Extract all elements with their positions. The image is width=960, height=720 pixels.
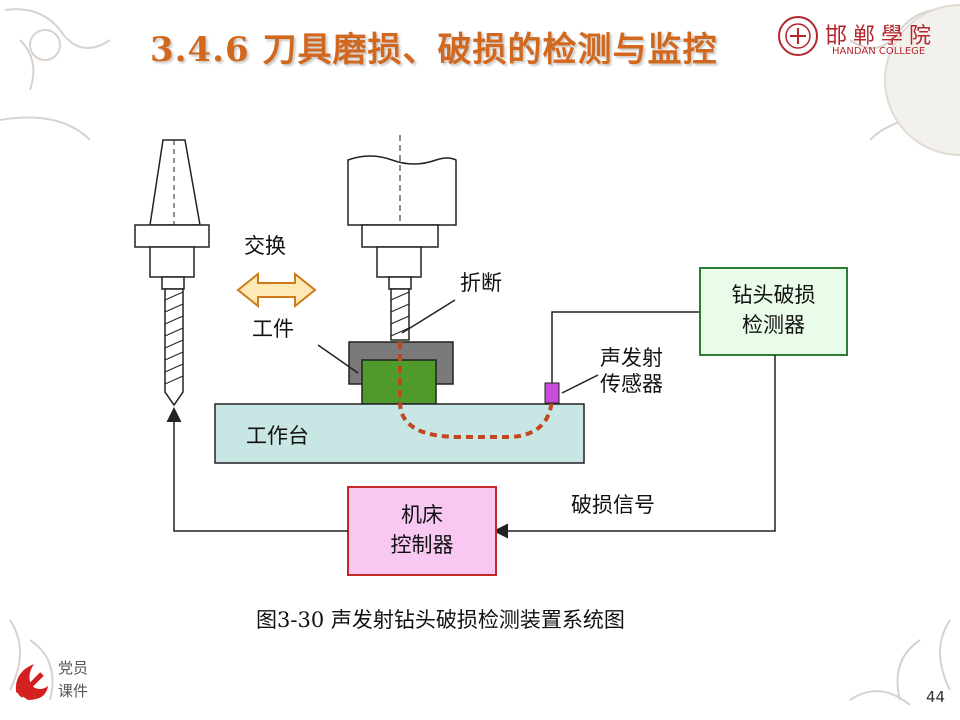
acoustic-emission-sensor [544, 382, 560, 404]
page-title: 3.4.6 刀具磨损、破损的检测与监控 [150, 30, 718, 70]
detector-box-label: 钻头破损 检测器 [700, 280, 847, 340]
worktable [214, 403, 585, 464]
page-number: 44 [926, 688, 946, 706]
party-text-line2: 课件 [58, 682, 89, 700]
break-label: 折断 [460, 271, 502, 295]
spindle [347, 135, 457, 341]
worktable-label: 工作台 [246, 424, 309, 448]
figure-caption: 图3-30 声发射钻头破损检测装置系统图 [256, 608, 625, 632]
party-courseware-label: 党员 课件 [58, 657, 98, 703]
controller-box-label: 机床 控制器 [348, 500, 496, 560]
bottom-left-ornament [9, 619, 54, 701]
college-name-cn: 邯郸學院 [825, 24, 938, 49]
break-signal-wire [493, 355, 776, 539]
acoustic-signal-path [398, 342, 554, 439]
sensor-detector-wire [551, 311, 700, 383]
exchange-arrow [236, 271, 317, 309]
controller-return-wire [166, 407, 348, 532]
break-pointer [401, 299, 456, 334]
sensor-label-line1: 声发射 [600, 346, 663, 370]
controller-box [347, 486, 497, 576]
spare-tool-holder [134, 139, 210, 407]
sensor-label: 声发射 传感器 [600, 345, 663, 397]
sensor-pointer [561, 374, 599, 394]
controller-label-line2: 控制器 [390, 533, 454, 557]
detector-label-line2: 检测器 [742, 313, 805, 337]
exchange-label: 交换 [244, 234, 286, 258]
workpiece-pointer [317, 344, 359, 374]
college-name-en: HANDAN COLLEGE [832, 46, 926, 57]
bottom-right-ornament [849, 619, 951, 706]
college-seal-icon [778, 16, 818, 56]
workpiece-label: 工件 [252, 317, 294, 341]
detector-label-line1: 钻头破损 [731, 283, 816, 307]
detector-box [699, 267, 848, 356]
controller-label-line1: 机床 [401, 503, 443, 527]
party-text-line1: 党员 [58, 659, 89, 677]
top-left-ornament [0, 8, 111, 141]
top-right-disc [884, 4, 960, 156]
party-emblem-icon [15, 664, 48, 700]
sensor-label-line2: 传感器 [600, 372, 663, 396]
break-signal-label: 破损信号 [571, 493, 655, 517]
